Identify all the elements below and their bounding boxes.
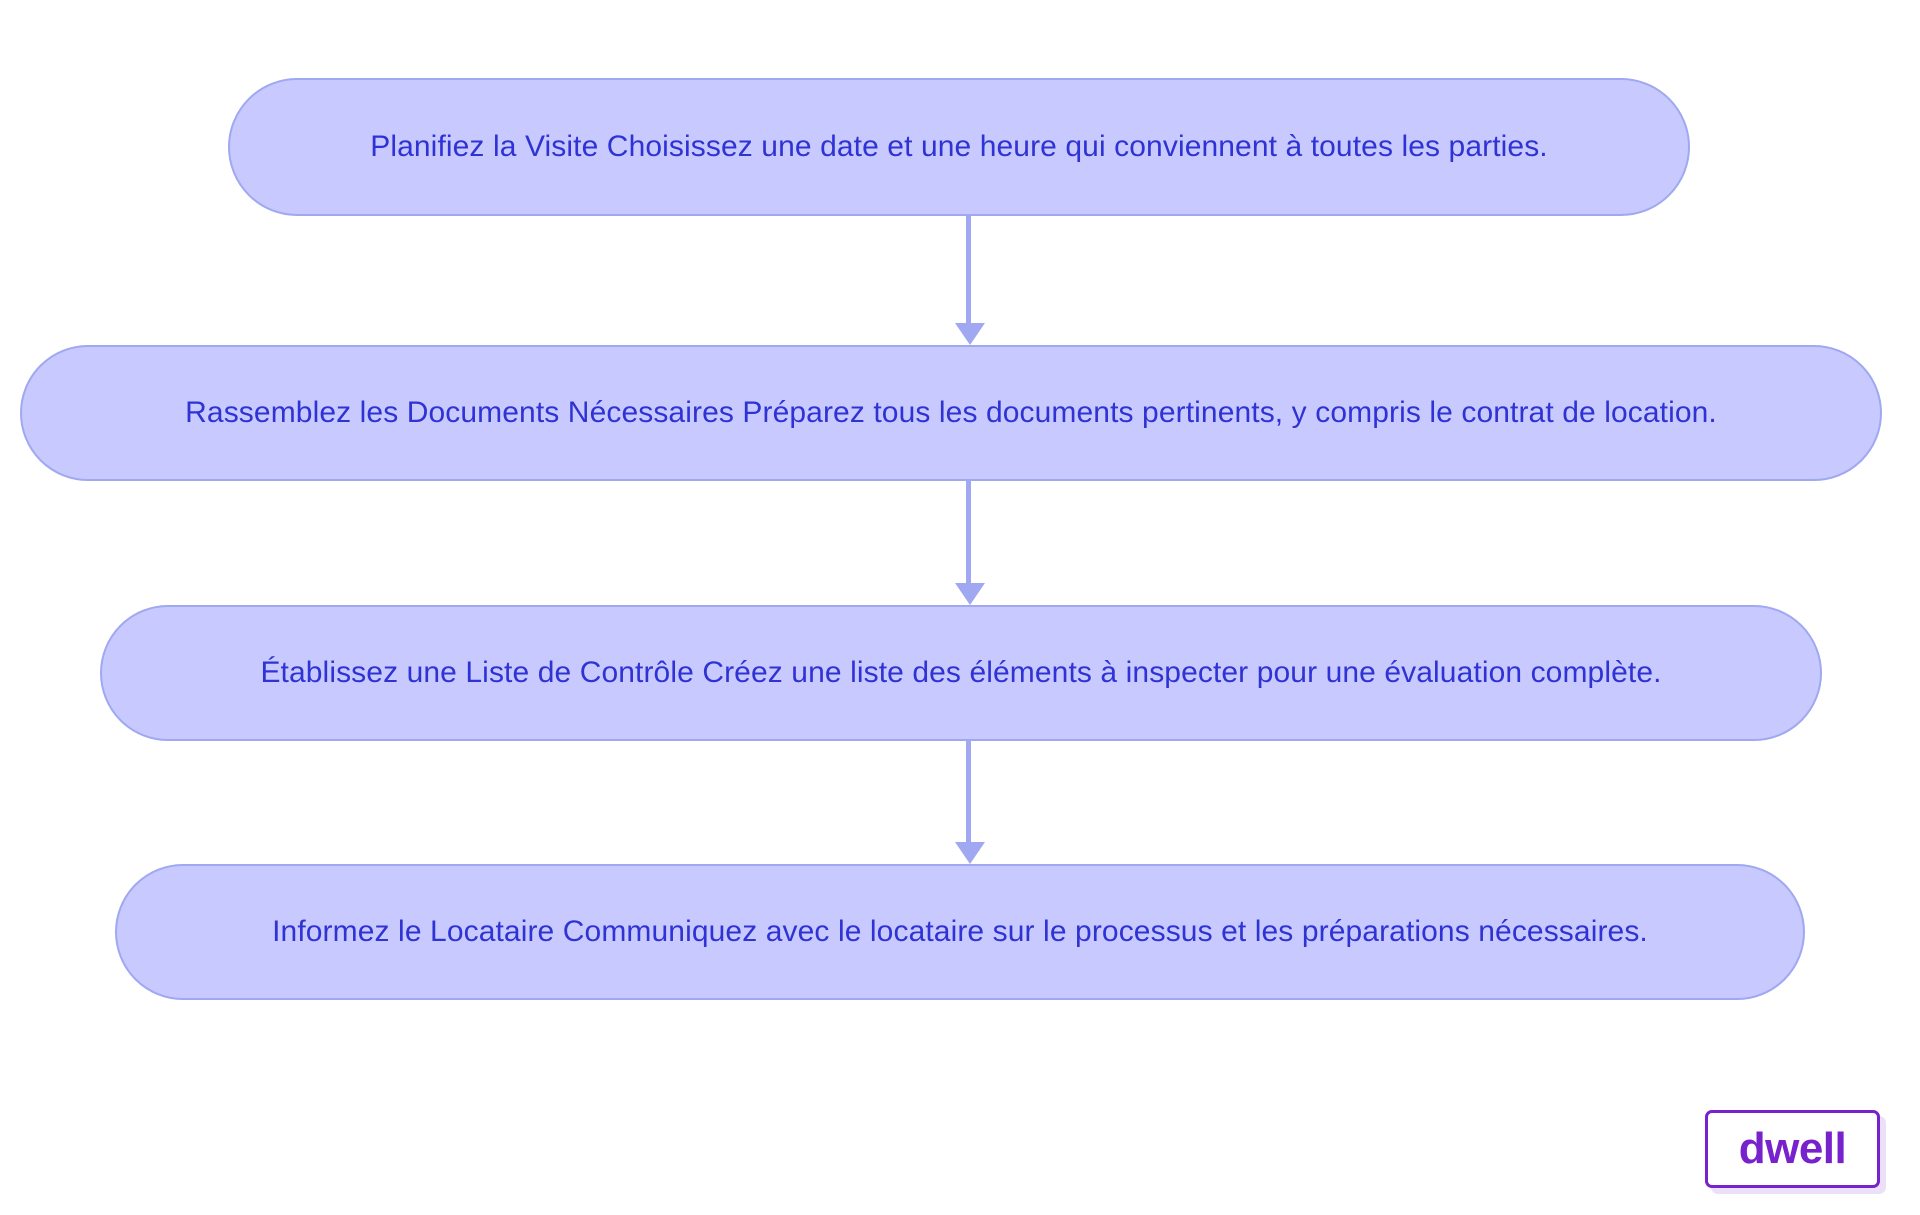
flow-node-1[interactable]: Planifiez la Visite Choisissez une date … — [228, 78, 1690, 216]
down-arrow-icon — [955, 842, 985, 864]
connector-stem — [966, 741, 971, 843]
connector-stem — [966, 481, 971, 584]
flow-node-1-label: Planifiez la Visite Choisissez une date … — [370, 130, 1548, 164]
flow-node-4[interactable]: Informez le Locataire Communiquez avec l… — [115, 864, 1805, 1000]
connector-node3-to-node4 — [955, 741, 985, 865]
down-arrow-icon — [955, 323, 985, 345]
connector-node2-to-node3 — [955, 481, 985, 606]
brand-logo-text: dwell — [1738, 1124, 1847, 1173]
connector-node1-to-node2 — [955, 216, 985, 346]
brand-logo[interactable]: dwell — [1705, 1110, 1880, 1188]
connector-stem — [966, 216, 971, 324]
flow-node-3[interactable]: Établissez une Liste de Contrôle Créez u… — [100, 605, 1822, 741]
flow-node-2[interactable]: Rassemblez les Documents Nécessaires Pré… — [20, 345, 1882, 481]
flow-node-4-label: Informez le Locataire Communiquez avec l… — [272, 915, 1648, 949]
flow-node-3-label: Établissez une Liste de Contrôle Créez u… — [260, 656, 1662, 690]
flow-node-2-label: Rassemblez les Documents Nécessaires Pré… — [185, 396, 1717, 430]
down-arrow-icon — [955, 583, 985, 605]
